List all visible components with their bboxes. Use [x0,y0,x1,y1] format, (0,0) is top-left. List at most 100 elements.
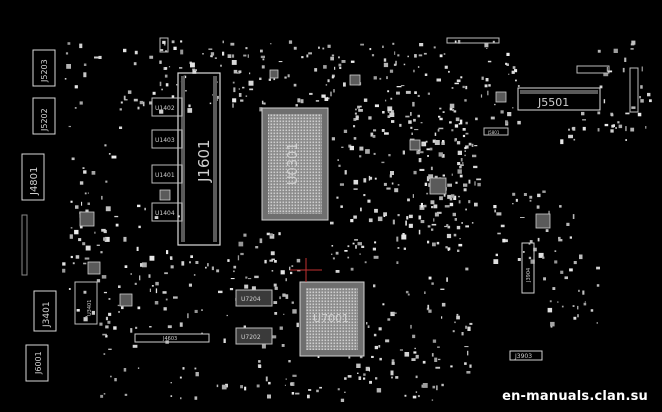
smd-component [439,107,442,110]
smd-component [179,67,183,69]
smd-component [301,56,304,59]
smd-component [469,322,473,325]
smd-component [137,306,141,310]
smd-component [537,193,541,198]
smd-component [451,173,453,176]
smd-component [207,263,209,267]
smd-component [331,137,335,141]
smd-component [83,262,87,265]
smd-component [238,70,240,72]
smd-component [336,196,339,199]
smd-component [495,253,498,257]
smd-component [376,388,382,393]
smd-component [230,278,235,280]
smd-component [459,119,463,125]
smd-component [415,375,418,379]
smd-component [240,385,243,389]
smd-component [464,99,467,102]
smd-component [180,49,184,55]
smd-component [604,123,609,127]
smd-component [243,54,247,57]
smd-component [170,395,173,397]
smd-component [423,52,427,55]
connector-j4603: J4603 [134,333,210,343]
smd-component [163,307,167,311]
smd-component [446,233,452,239]
smd-component [137,106,140,110]
connector-j3401: J3401 [33,290,57,332]
smd-component [291,392,295,395]
smd-component [284,76,287,79]
smd-component [325,84,328,86]
smd-component [424,73,428,76]
smd-component [274,260,277,263]
smd-component [428,183,431,187]
smd-component [442,140,445,143]
smd-component [493,259,499,264]
smd-component [353,118,357,121]
smd-component [104,144,107,147]
smd-component [367,199,371,203]
smd-component [339,183,344,186]
smd-component [452,212,456,217]
smd-component [647,92,651,97]
label-j5202: J5202 [40,108,49,132]
smd-component [417,66,420,68]
smd-component [141,262,147,268]
smd-component [454,124,459,128]
smd-component [464,150,466,152]
smd-component [426,176,429,182]
smd-component [218,290,223,294]
smd-component [170,265,174,269]
smd-component [260,49,263,53]
smd-component [528,256,532,260]
smd-component [432,339,437,343]
smd-component [434,357,438,362]
smd-component [101,195,103,200]
smd-component [443,53,446,55]
smd-component [223,338,226,343]
smd-component [465,132,469,135]
smd-component [108,312,112,316]
smd-component [242,86,245,89]
smd-component [343,82,346,87]
smd-component [85,209,89,213]
smd-component [85,316,88,318]
smd-component [645,126,647,129]
smd-component [315,100,320,102]
smd-component [134,50,138,55]
smd-component [464,146,467,150]
smd-component [367,325,370,328]
smd-component [353,137,357,140]
smd-component [292,309,297,314]
smd-component [459,238,461,240]
smd-component [215,95,219,99]
smd-component [70,227,73,229]
smd-component [165,83,169,87]
smd-component [406,216,409,220]
smd-component [389,69,394,73]
smd-component [271,335,277,339]
smd-component [369,176,373,180]
smd-component [265,376,268,382]
smd-component [395,60,397,66]
smd-component [405,290,409,294]
smd-component [542,256,545,259]
smd-component [625,112,630,115]
smd-component [430,200,435,205]
smd-component [274,286,278,290]
smd-component [500,110,504,114]
smd-component [391,182,394,185]
smd-component [631,106,636,109]
smd-component [469,364,472,368]
smd-component [436,211,442,214]
smd-component [474,145,478,147]
smd-component [81,201,83,206]
smd-component [103,393,106,395]
connector-j5203: J5203 [32,49,56,87]
smd-component [414,54,417,58]
smd-component [397,214,400,217]
smd-component [428,276,432,280]
smd-component [292,374,297,377]
smd-component [529,240,533,243]
